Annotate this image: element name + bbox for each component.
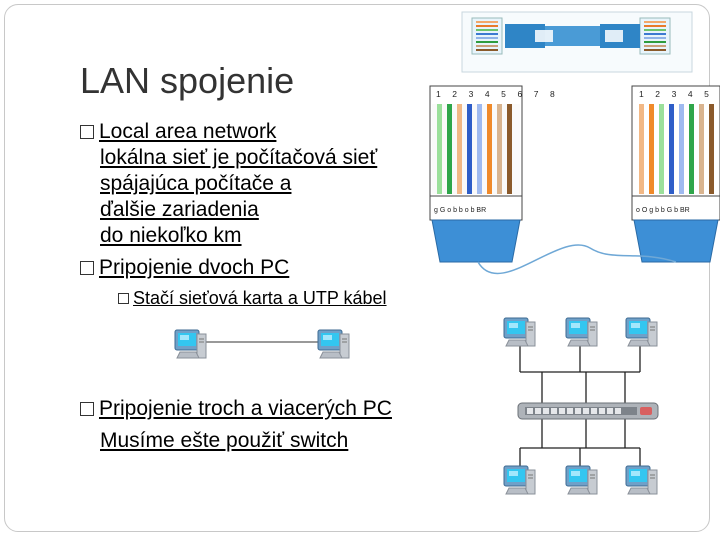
patch-cable (477, 244, 677, 275)
rj45-connector-right (631, 85, 720, 263)
checkbox-bullet-icon (80, 261, 94, 275)
sub-bullet-nic-cable: Stačí sieťová karta a UTP kábel (118, 286, 387, 310)
checkbox-bullet-icon (80, 402, 94, 416)
definition-line-1: lokálna sieť je počítačová sieť (100, 146, 378, 169)
pc-icon (565, 465, 598, 495)
bullet-label: Pripojenie dvoch PC (99, 256, 290, 279)
pc-icon (503, 465, 536, 495)
color-codes-left: g G o b b o b BR (434, 207, 486, 214)
definition-line-2: spájajúca počítače a (100, 172, 292, 195)
bullet-label: Local area network (99, 120, 277, 143)
pin-numbers-right: 1 2 3 4 5 6 7 8 (639, 89, 720, 99)
bullet-local-area-network: Local area network (80, 120, 276, 144)
checkbox-bullet-icon (80, 125, 94, 139)
pc-icon (174, 329, 207, 359)
pc-icon (565, 317, 598, 347)
definition-line-3: ďalšie zariadenia (100, 198, 259, 221)
pin-numbers-left: 1 2 3 4 5 6 7 8 (436, 89, 559, 99)
rj45-connector-left (429, 85, 523, 263)
pc-icon (317, 329, 350, 359)
pc-icon (503, 317, 536, 347)
sub-text-switch: Musíme ešte použiť switch (100, 429, 349, 452)
two-pc-diagram (174, 329, 350, 359)
pc-icon (625, 465, 658, 495)
pc-icon (625, 317, 658, 347)
utp-cable-photo (461, 11, 693, 73)
definition-line-4: do niekoľko km (100, 224, 242, 247)
switch-icon (517, 402, 659, 420)
bullet-two-pc: Pripojenie dvoch PC (80, 256, 289, 280)
bullet-three-pc: Pripojenie troch a viacerých PC (80, 397, 392, 421)
slide-title: LAN spojenie (80, 60, 295, 101)
slide-frame (4, 4, 710, 532)
bullet-label: Pripojenie troch a viacerých PC (99, 397, 392, 420)
color-codes-right: o O g b b G b BR (636, 207, 690, 214)
sub-bullet-label: Stačí sieťová karta a UTP kábel (133, 288, 387, 308)
sub-bullet-icon (118, 293, 129, 304)
